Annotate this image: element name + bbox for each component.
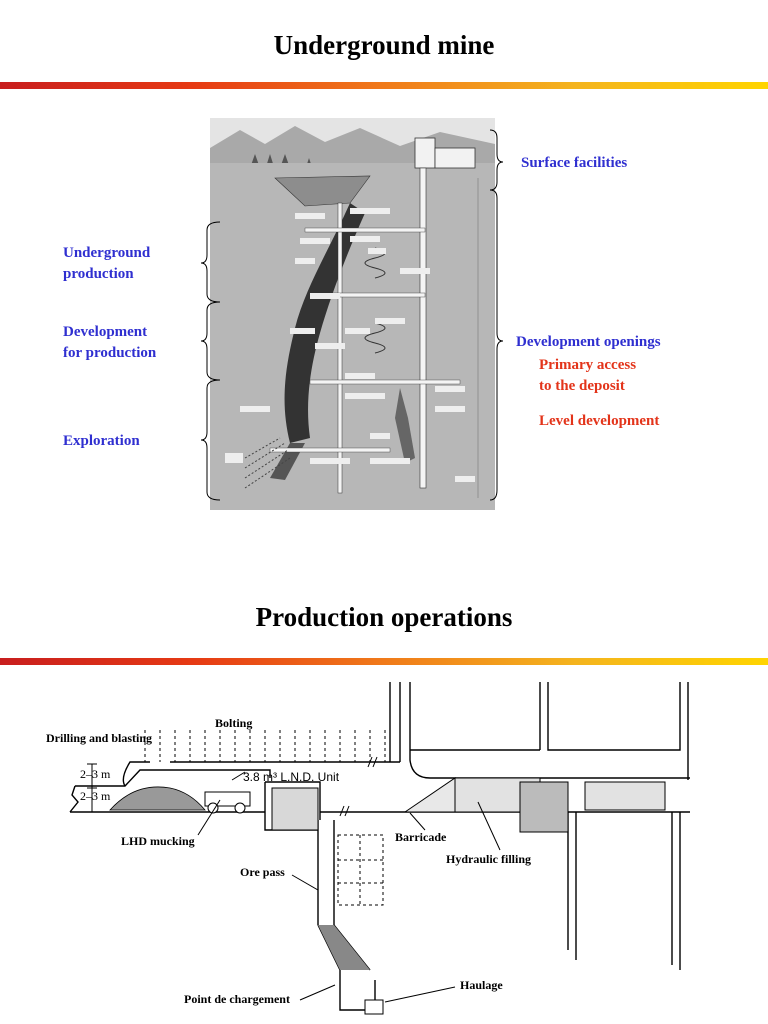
label-primary-access-line2: to the deposit <box>539 378 625 394</box>
label-surface-facilities: Surface facilities <box>521 155 628 171</box>
slide1-title: Underground mine <box>273 30 495 60</box>
label-development-production-line2: for production <box>63 345 157 361</box>
dimension-top: 2–3 m <box>80 767 111 781</box>
label-hydraulic-filling: Hydraulic filling <box>446 852 532 866</box>
underground-mine-diagram <box>210 118 495 510</box>
slide2-title: Production operations <box>255 602 513 632</box>
label-lhd-mucking: LHD mucking <box>121 834 195 848</box>
label-primary-access-line1: Primary access <box>539 357 637 373</box>
dimension-bottom: 2–3 m <box>80 789 111 803</box>
label-level-development: Level development <box>539 413 660 429</box>
label-haulage: Haulage <box>460 978 503 992</box>
label-drilling-blasting: Drilling and blasting <box>46 731 153 745</box>
title-underline-1 <box>0 82 768 89</box>
title-underline-2 <box>0 658 768 665</box>
label-lhd-unit: 3.8 m³ L.N.D. Unit <box>243 770 340 784</box>
label-ore-pass: Ore pass <box>240 865 285 879</box>
label-underground-production-line2: production <box>63 266 134 282</box>
label-development-openings: Development openings <box>516 334 661 350</box>
production-operations-diagram <box>69 682 690 1015</box>
label-development-production-line1: Development <box>63 324 148 340</box>
label-point-de-chargement: Point de chargement <box>184 992 290 1006</box>
label-underground-production-line1: Underground <box>63 245 151 261</box>
section-braces <box>200 129 504 501</box>
label-barricade: Barricade <box>395 830 447 844</box>
label-exploration: Exploration <box>63 433 140 449</box>
label-bolting: Bolting <box>215 716 253 730</box>
